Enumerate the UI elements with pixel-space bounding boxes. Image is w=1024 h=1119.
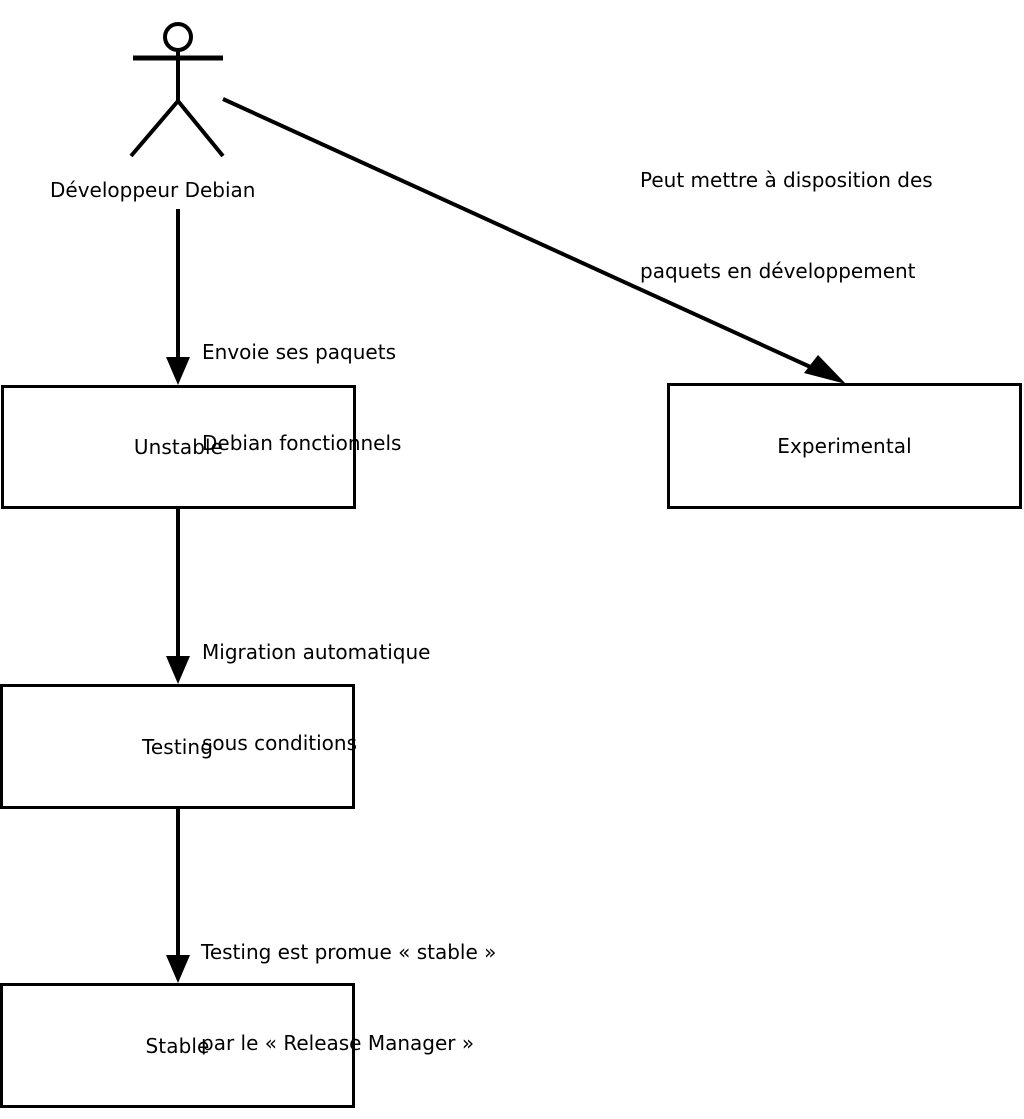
node-label-experimental: Experimental [777, 434, 912, 458]
node-stable[interactable]: Stable [0, 983, 355, 1108]
edge-label-line-1: Migration automatique [202, 639, 431, 664]
node-unstable[interactable]: Unstable [1, 385, 356, 509]
edge-label-testing-to-stable: Testing est promue « stable » par le « R… [201, 876, 496, 1119]
edge-label-unstable-to-testing: Migration automatique sous conditions [202, 576, 430, 819]
edge-unstable-to-testing [166, 509, 190, 684]
edge-developer-to-experimental [222, 97, 846, 384]
actor-left-leg-line [129, 99, 180, 158]
arrowhead-icon [804, 355, 846, 384]
edge-label-line-2: par le « Release Manager » [201, 1030, 475, 1055]
actor-stick-figure [129, 22, 225, 158]
edge-label-line-2: paquets en développement [640, 258, 916, 283]
actor-right-leg-line [176, 99, 225, 158]
arrowhead-icon [166, 656, 190, 684]
node-experimental[interactable]: Experimental [667, 383, 1022, 509]
edge-label-developer-to-experimental: Peut mettre à disposition des paquets en… [640, 104, 933, 347]
edge-testing-to-stable [166, 809, 190, 983]
node-label-stable: Stable [145, 1033, 210, 1058]
node-testing[interactable]: Testing [0, 684, 355, 809]
edge-label-line-1: Envoie ses paquets [202, 339, 396, 364]
actor-label-debian-developer: Développeur Debian [50, 178, 256, 202]
edge-label-line-2: sous conditions [202, 730, 357, 755]
edge-label-developer-to-unstable: Envoie ses paquets Debian fonctionnels [202, 276, 401, 519]
node-label-testing: Testing [141, 734, 213, 759]
edge-label-line-2: Debian fonctionnels [202, 430, 402, 455]
edge-label-line-1: Testing est promue « stable » [201, 939, 497, 964]
actor-head-icon [163, 22, 193, 52]
arrowhead-icon [166, 955, 190, 983]
edge-developer-to-unstable [166, 209, 190, 385]
arrowhead-icon [166, 357, 190, 385]
edge-line [222, 97, 829, 377]
node-label-unstable: Unstable [133, 435, 224, 459]
edge-label-line-1: Peut mettre à disposition des [640, 167, 933, 192]
